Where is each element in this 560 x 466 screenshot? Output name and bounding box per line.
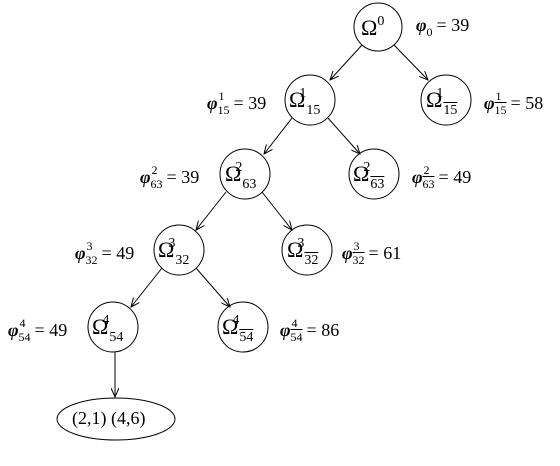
phi-label-l3: φ332= 49 bbox=[75, 239, 135, 267]
phi-label-root: φ0= 39 bbox=[416, 15, 470, 39]
node-circle-r2 bbox=[348, 148, 400, 200]
edge-l1-l2 bbox=[264, 117, 293, 154]
edge-l2-l3 bbox=[196, 191, 227, 230]
phi-label-r1: φ115= 58 bbox=[484, 89, 544, 117]
edge-l2-r3 bbox=[261, 191, 292, 230]
node-circle-r3 bbox=[281, 224, 333, 276]
edge-l3-l4 bbox=[131, 267, 163, 307]
phi-label-r4: φ454= 86 bbox=[280, 316, 340, 344]
node-root: Ω0 bbox=[361, 14, 385, 40]
node-r4: Ω454 bbox=[222, 313, 254, 345]
edge-l1-r2 bbox=[327, 117, 360, 154]
node-r2: Ω263 bbox=[353, 160, 385, 192]
leaf-node-text: (2,1) (4,6) bbox=[72, 408, 146, 428]
node-l1: Ω115 bbox=[289, 86, 321, 118]
node-circle-l3 bbox=[153, 224, 205, 276]
node-circle-l2 bbox=[219, 148, 271, 200]
node-circle-r4 bbox=[217, 301, 269, 353]
phi-label-l2: φ263= 39 bbox=[140, 163, 200, 191]
phi-label-r3: φ332= 61 bbox=[342, 239, 402, 267]
node-circle-l1 bbox=[284, 74, 336, 126]
node-l3: Ω332 bbox=[158, 236, 190, 268]
node-r1: Ω115 bbox=[426, 86, 458, 118]
edge-root-l1 bbox=[330, 44, 363, 80]
node-circle-l4 bbox=[87, 301, 139, 353]
phi-label-r2: φ263= 49 bbox=[412, 163, 472, 191]
node-circle-r1 bbox=[420, 74, 472, 126]
leaf-ellipse bbox=[56, 397, 176, 441]
node-r3: Ω332 bbox=[287, 236, 319, 268]
node-l4: Ω454 bbox=[92, 313, 124, 345]
edge-l3-r4 bbox=[195, 267, 230, 307]
phi-label-l4: φ454= 49 bbox=[8, 316, 68, 344]
node-l2: Ω263 bbox=[225, 160, 257, 192]
node-circle-root bbox=[353, 2, 403, 52]
phi-label-l1: φ115= 39 bbox=[207, 89, 267, 117]
edge-root-r1 bbox=[393, 44, 428, 80]
